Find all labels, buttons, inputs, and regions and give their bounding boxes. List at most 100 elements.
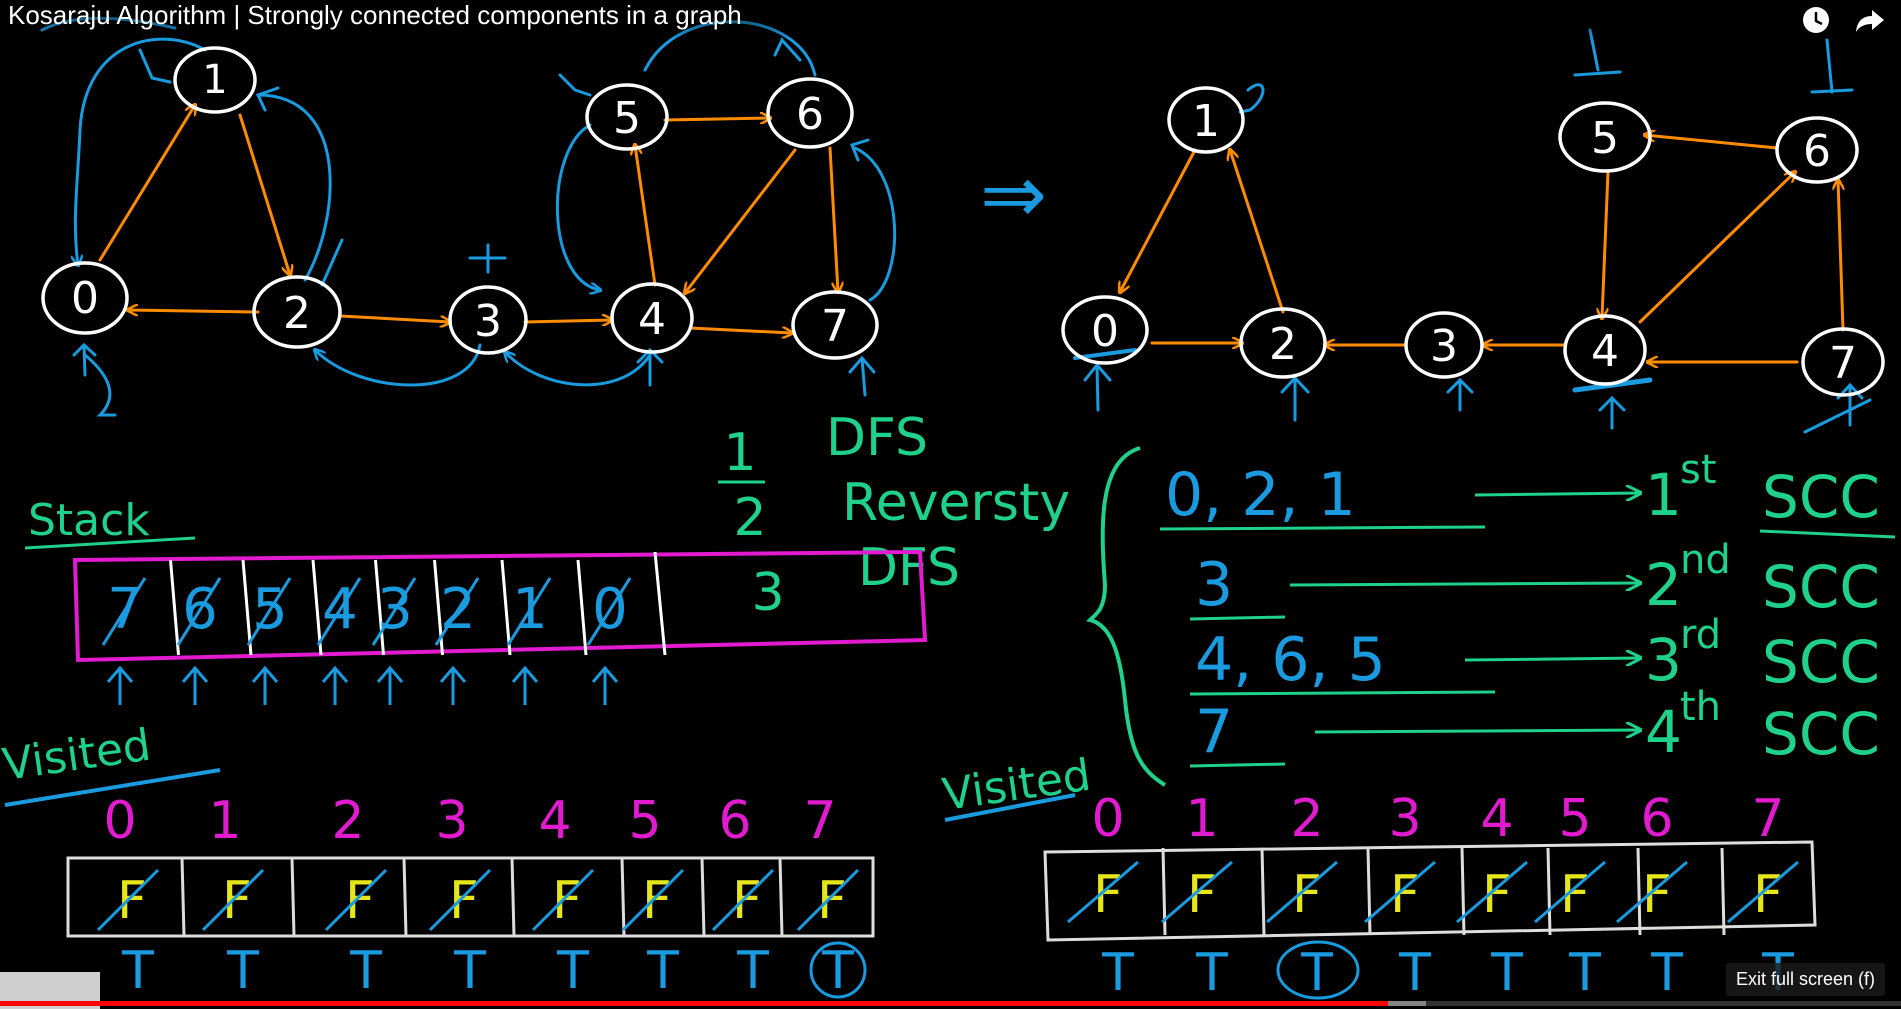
scc-members: 3 [1195, 550, 1233, 620]
edge-6-4 [685, 148, 797, 293]
step-number-3: 3 [751, 563, 784, 623]
scc-ordinal-number: 2 [1645, 551, 1682, 619]
scc-label: SCC [1762, 463, 1880, 531]
visited-left-index: 3 [435, 791, 468, 851]
visited-left-strike [324, 868, 388, 932]
stack-divider [241, 559, 253, 656]
scc-members: 0, 2, 1 [1165, 460, 1356, 530]
right-node-6: 6 [1775, 116, 1859, 184]
stack-pointer-arrow [511, 665, 539, 705]
stack-divider [374, 559, 385, 656]
edge-1-2 [238, 113, 290, 275]
transform-arrow: ⇒ [980, 148, 1047, 241]
visited-right-cell-divider [1260, 847, 1266, 936]
scc-ordinal-number: 1 [1645, 461, 1682, 529]
visited-right-label: Visited [939, 750, 1093, 821]
left-node-1: 1 [173, 46, 257, 114]
visited-right-cell: 5FT [1534, 789, 1606, 1003]
visited-right-strike [1161, 860, 1233, 924]
visited-left-strike [96, 868, 160, 932]
redge-1-0 [1120, 148, 1197, 292]
visited-right-cell-divider [1720, 847, 1726, 936]
scc-members: 4, 6, 5 [1195, 625, 1386, 695]
stack-item-strike [586, 577, 632, 646]
scc-brace [1086, 446, 1167, 787]
visited-left-cell: 6FT [700, 791, 775, 1001]
stack-pointer-arrow [439, 665, 467, 705]
visited-right-new-value: T [1398, 943, 1431, 1003]
stack-pointer-arrows [106, 665, 619, 705]
visited-left-index: 5 [628, 791, 661, 851]
right-node-3: 3 [1404, 311, 1484, 379]
visited-right-new-value: T [1490, 943, 1523, 1003]
video-progress-bar[interactable] [0, 997, 1901, 1009]
edge-5-6 [663, 118, 770, 120]
visited-left-strike [711, 868, 775, 932]
visited-left-index: 1 [208, 791, 241, 851]
visited-left-cell: 3FT [402, 791, 492, 1001]
visited-right-cell: 0FT [1067, 789, 1139, 1003]
stack-item-strike [506, 577, 552, 646]
visited-left-new-value: T [121, 941, 154, 1001]
visited-left-cell: 0FT [96, 791, 160, 1001]
right-node-2: 2 [1239, 307, 1327, 379]
visited-right-new-value: T [1568, 943, 1601, 1003]
visited-left-new-value: T [556, 941, 589, 1001]
svg-text:1: 1 [1192, 96, 1220, 147]
visited-right-index: 6 [1640, 789, 1673, 849]
stack-pointer-arrow [376, 665, 404, 705]
left-node-5: 5 [585, 83, 669, 151]
visited-left-new-value: T [453, 941, 486, 1001]
redge-5-4 [1602, 170, 1610, 318]
stack-item-strike [316, 577, 362, 646]
scc-label: SCC [1762, 700, 1880, 768]
visited-left-old-value: F [817, 871, 847, 931]
left-node-3: 3 [448, 285, 528, 355]
visited-right-new-value: T [1650, 943, 1683, 1003]
scc-label-underline [1759, 529, 1896, 539]
visited-right-circle-mark [1276, 940, 1360, 1000]
exit-fullscreen-tooltip[interactable]: Exit full screen (f) [1725, 963, 1885, 996]
visited-left-index: 7 [803, 791, 836, 851]
stack-item: 0 [586, 577, 632, 646]
share-button[interactable] [1850, 0, 1890, 40]
visited-left-cell-divider [290, 857, 296, 937]
edge-2-3 [338, 314, 450, 322]
visited-right-strike [1364, 860, 1436, 924]
visited-right-index: 0 [1091, 789, 1124, 849]
visited-right-strike [1534, 860, 1606, 924]
clock-icon [1803, 7, 1829, 33]
visited-right-strike [1456, 860, 1528, 924]
visited-right-index: 4 [1480, 789, 1513, 849]
visited-right-strike [1727, 860, 1799, 924]
scc-ordinal-suffix: st [1680, 447, 1717, 493]
visited-right-strike [1067, 860, 1139, 924]
visited-left-cell-divider [402, 857, 408, 937]
stack-cells: 76543210 [101, 551, 667, 656]
video-title[interactable]: Kosaraju Algorithm | Strongly connected … [8, 0, 742, 30]
svg-text:7: 7 [1829, 338, 1857, 389]
stack-pointer-arrow [591, 665, 619, 705]
left-node-0: 0 [41, 261, 129, 335]
edge-2-0 [128, 310, 260, 312]
visited-right-box [1043, 840, 1817, 942]
visited-right-cell: 2FT [1260, 789, 1338, 1003]
step-label-dfs-2: DFS [858, 538, 960, 598]
stack-section: Stack 76543210 [24, 495, 928, 705]
watch-later-button[interactable] [1796, 0, 1836, 40]
scc-members-underline [1159, 525, 1486, 531]
visited-left-new-value: T [736, 941, 769, 1001]
edge-4-7 [688, 326, 792, 333]
visited-right-new-value: T [1300, 943, 1333, 1003]
visited-right-index: 3 [1388, 789, 1421, 849]
scc-ordinal-suffix: th [1680, 684, 1721, 730]
visited-left-cell-divider [700, 857, 706, 937]
stack-item: 6 [176, 577, 222, 646]
visited-left-cell-divider [180, 857, 186, 937]
